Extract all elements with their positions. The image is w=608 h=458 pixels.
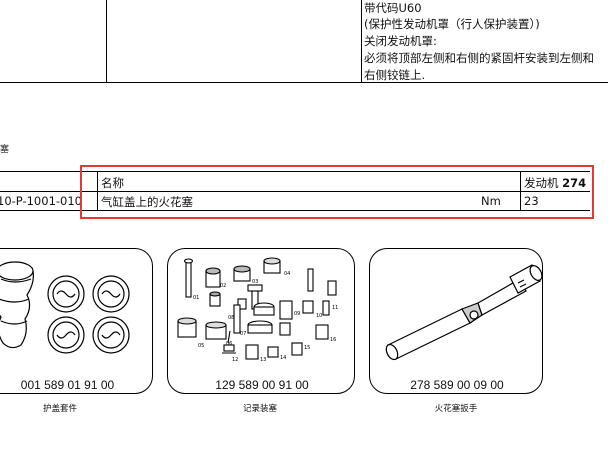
tool-part-number: 129 589 00 91 00 — [215, 378, 309, 392]
note-line-4: 必须将顶部左侧和右侧的紧固杆安装到左侧和 — [364, 51, 594, 65]
svg-text:16: 16 — [330, 337, 336, 343]
note-line-5: 右侧铰链上. — [364, 68, 426, 82]
tool-name: 记录装塞 — [242, 404, 277, 414]
torque-table-bottom-line — [0, 210, 590, 211]
svg-text:01: 01 — [193, 295, 199, 301]
tool-part-number: 278 589 00 09 00 — [410, 378, 504, 392]
row-unit: Nm — [481, 194, 501, 208]
top-table-vline-2 — [361, 0, 362, 82]
row-name: 气缸盖上的火花塞 — [101, 195, 193, 209]
torque-table-top-line — [0, 171, 590, 172]
torque-table-vline-1 — [97, 171, 98, 211]
top-table-vline-1 — [106, 0, 107, 82]
svg-text:05: 05 — [198, 343, 204, 349]
svg-text:06: 06 — [226, 341, 232, 347]
tool-card-recording-plug: 01 02 03 04 05 06 07 08 09 10 11 12 13 14 15 16 129 … — [167, 248, 355, 394]
highlight-frame — [80, 165, 594, 219]
tool-card-cover-kit: 001 589 01 91 00 — [0, 248, 153, 394]
torque-table-mid-line — [0, 191, 590, 192]
note-line-3: 关闭发动机罩: — [364, 34, 437, 48]
header-engine: 发动机 274 — [524, 175, 586, 191]
svg-text:13: 13 — [260, 357, 266, 363]
cover-kit-illustration — [0, 261, 130, 354]
tool-name: 火花塞扳手 — [434, 404, 478, 414]
svg-text:15: 15 — [304, 345, 310, 351]
top-table-bottom-line — [0, 82, 608, 83]
header-name: 名称 — [101, 176, 124, 190]
note-line-1: 带代码U60 — [364, 1, 422, 15]
row-value: 23 — [524, 194, 539, 208]
tool-part-number: 001 589 01 91 00 — [20, 378, 115, 392]
svg-text:03: 03 — [252, 279, 258, 285]
svg-text:08: 08 — [228, 315, 234, 321]
recording-plug-illustration: 01 02 03 04 05 06 07 08 09 10 11 12 13 14 15 16 — [177, 257, 338, 363]
svg-text:12: 12 — [232, 357, 238, 363]
svg-text:04: 04 — [284, 271, 290, 277]
row-id: 10-P-1001-010 — [0, 194, 82, 208]
section-caption: 花塞 — [0, 145, 10, 155]
note-line-2: (保护性发动机罩（行人保护装置）) — [364, 17, 540, 31]
svg-text:10: 10 — [316, 313, 322, 319]
svg-text:07: 07 — [240, 331, 246, 337]
svg-text:14: 14 — [280, 355, 286, 361]
svg-text:11: 11 — [332, 305, 338, 311]
header-engine-prefix: 发动机 — [524, 176, 559, 190]
torque-table-vline-2 — [520, 171, 521, 211]
spark-plug-wrench-illustration — [385, 264, 543, 361]
svg-text:09: 09 — [294, 311, 300, 317]
tool-card-spark-plug-wrench: 278 589 00 09 00 — [369, 248, 543, 394]
svg-text:02: 02 — [220, 283, 226, 289]
header-engine-number: 274 — [562, 176, 587, 190]
tool-name: 护盖套件 — [42, 404, 77, 414]
